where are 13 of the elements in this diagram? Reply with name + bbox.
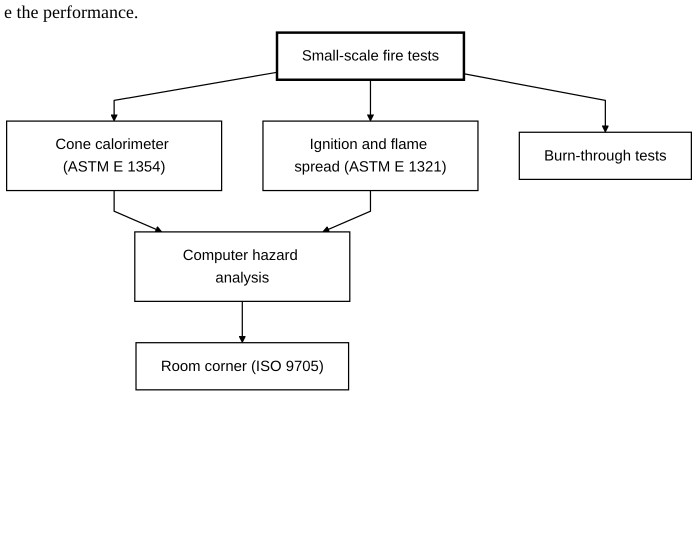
process-box: Burn-through tests <box>518 132 692 180</box>
arrow <box>110 72 278 122</box>
arrow <box>366 80 374 122</box>
process-box: Computer hazard analysis <box>134 231 350 302</box>
arrow <box>464 73 609 133</box>
note-text: e the performance. <box>4 2 138 22</box>
arrow <box>322 190 372 233</box>
process-box: Ignition and flame spread (ASTM E 1321) <box>262 120 479 192</box>
arrow <box>238 301 246 344</box>
process-box: Small-scale fire tests <box>276 31 466 81</box>
process-box: Room corner (ISO 9705) <box>135 342 350 390</box>
arrow <box>114 190 162 233</box>
process-box: Cone calorimeter (ASTM E 1354) <box>6 120 222 192</box>
